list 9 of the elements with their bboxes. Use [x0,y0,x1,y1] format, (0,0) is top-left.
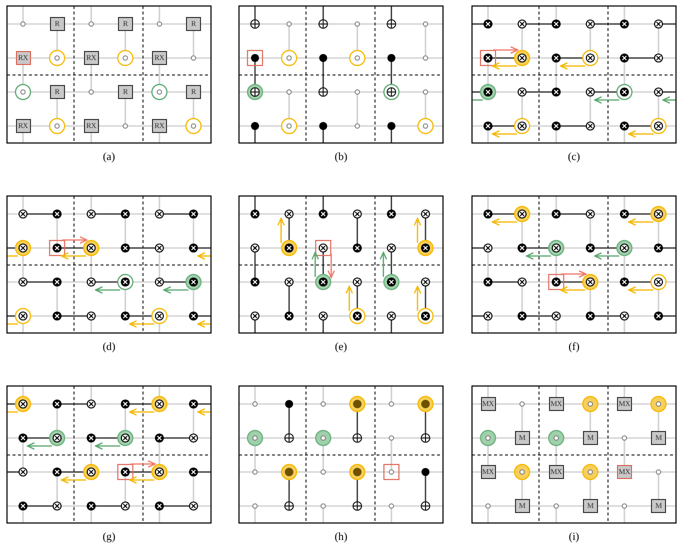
panel-label: (d) [102,341,116,353]
panel-label: (h) [334,531,348,543]
panel-label: (g) [102,531,116,543]
panel-label: (i) [568,531,580,543]
panel-label: (f) [568,341,580,353]
panel-label: (e) [334,341,348,353]
panel-label: (c) [568,151,580,163]
panel-label: (b) [334,151,348,163]
panel-label: (a) [102,151,116,163]
